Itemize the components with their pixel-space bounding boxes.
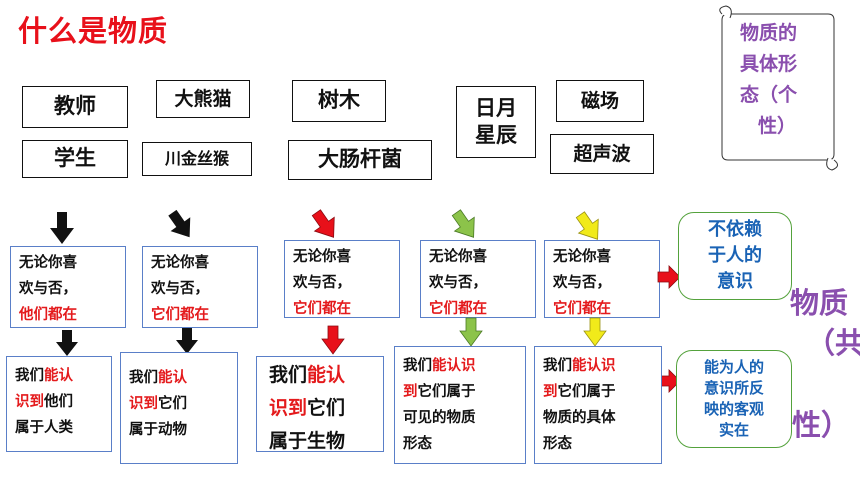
row1-box-1: 无论你喜 欢与否， 他们都在: [10, 246, 126, 328]
row2-box-3: 我们能认 识到它们 属于生物: [256, 356, 384, 452]
arrow-right-red: [657, 265, 681, 289]
arrow-down-black-r2-1: [56, 330, 78, 356]
common-label-2: （共: [806, 326, 860, 360]
row1-box-2-line-3: 它们都在: [151, 307, 209, 323]
summary-independent-line-1: 不依赖: [708, 219, 762, 240]
row1-box-5-line-1: 无论你喜: [553, 249, 611, 265]
row2-box-3-can-know: 能认: [307, 364, 346, 386]
row2-box-3-we: 我们: [269, 364, 308, 386]
row2-box-4-rest-c: 形态: [403, 436, 432, 452]
summary-reflect-line-2: 意识所反: [703, 379, 764, 397]
row2-box-2-we: 我们: [129, 370, 158, 386]
row1-box-4-line-2: 欢与否，: [429, 275, 487, 291]
common-label-3: 性）: [792, 408, 851, 442]
scroll-line-1: 物质的: [740, 22, 798, 44]
row2-box-2: 我们能认 识到它们 属于动物: [120, 352, 238, 464]
row2-box-5-can-know: 能认识: [572, 358, 616, 374]
row1-box-5-line-3: 它们都在: [553, 301, 611, 317]
row2-box-2-rest-b: 属于动物: [129, 422, 187, 438]
arrow-down-black-1: [50, 212, 74, 244]
row2-box-2-can-know: 能认: [158, 370, 187, 386]
example-student: 学生: [22, 140, 128, 178]
example-ecoli: 大肠杆菌: [288, 140, 432, 180]
scroll-shape: [719, 5, 838, 171]
example-tree: 树木: [292, 80, 386, 122]
example-celestial: 日月 星辰: [456, 86, 536, 158]
row2-box-1-rest-b: 属于人类: [15, 420, 73, 436]
row1-box-2-line-1: 无论你喜: [151, 255, 209, 271]
example-ultrasound: 超声波: [550, 134, 654, 174]
row2-box-5-rest-b: 物质的具体: [543, 410, 616, 426]
arrow-down-yellow-r2-5: [583, 317, 607, 347]
row1-box-3-line-3: 它们都在: [293, 301, 351, 317]
row2-box-4-to: 到: [403, 384, 418, 400]
scroll-line-2: 具体形: [740, 53, 798, 75]
row1-box-5: 无论你喜 欢与否， 它们都在: [544, 240, 660, 318]
row2-box-5-rest-c: 形态: [543, 436, 572, 452]
row2-box-1-rest-a: 他们: [44, 394, 73, 410]
row2-box-5-rest-a: 它们属于: [557, 384, 616, 400]
example-magnetic: 磁场: [556, 80, 644, 122]
page-title: 什么是物质: [18, 14, 169, 48]
row1-box-4-line-3: 它们都在: [429, 301, 487, 317]
arrow-diag-green-4: [451, 209, 475, 238]
summary-reflect-line-3: 映的客观: [703, 400, 764, 418]
summary-independent-line-2: 于人的: [708, 245, 762, 266]
row1-box-4: 无论你喜 欢与否， 它们都在: [420, 240, 536, 318]
summary-reflect-line-4: 实在: [718, 421, 749, 439]
row2-box-1: 我们能认 识到他们 属于人类: [6, 356, 112, 452]
row2-box-3-rest-a: 它们: [307, 397, 346, 419]
row1-box-2: 无论你喜 欢与否， 它们都在: [142, 246, 258, 328]
scroll-text: 物质的 具体形 态（个 性）: [740, 18, 830, 142]
summary-reflect-line-1: 能为人的: [703, 358, 764, 376]
summary-independent-box: 不依赖 于人的 意识: [678, 212, 792, 300]
row2-box-4-we: 我们: [403, 358, 432, 374]
arrow-down-green-r2-4: [459, 317, 483, 347]
scroll-line-4: 性）: [758, 115, 797, 137]
row2-box-5-to: 到: [543, 384, 558, 400]
row2-box-4-rest-a: 它们属于: [417, 384, 476, 400]
arrow-diag-red-3: [311, 209, 335, 238]
row2-box-4: 我们能认识 到它们属于 可见的物质 形态: [394, 346, 526, 464]
row2-box-3-know-to: 识到: [269, 397, 308, 419]
row2-box-1-know-to: 识到: [15, 394, 44, 410]
row1-box-1-line-2: 欢与否，: [19, 281, 77, 297]
summary-reflect-box: 能为人的 意识所反 映的客观 实在: [676, 350, 792, 448]
example-monkey: 川金丝猴: [142, 142, 252, 176]
row1-box-1-line-3: 他们都在: [19, 307, 77, 323]
row2-box-2-know-to: 识到: [129, 396, 158, 412]
row2-box-1-can-know: 能认: [44, 368, 73, 384]
row2-box-2-rest-a: 它们: [158, 396, 187, 412]
row1-box-5-line-2: 欢与否，: [553, 275, 611, 291]
row2-box-5-we: 我们: [543, 358, 572, 374]
row1-box-2-line-2: 欢与否，: [151, 281, 209, 297]
summary-independent-line-3: 意识: [717, 271, 753, 292]
row2-box-4-can-know: 能认识: [432, 358, 476, 374]
arrow-diag-yellow-5: [575, 211, 599, 240]
row1-box-3: 无论你喜 欢与否， 它们都在: [284, 240, 400, 318]
common-label-1: 物质: [790, 286, 849, 320]
scroll-line-3: 态（个: [740, 84, 798, 106]
row2-box-1-we: 我们: [15, 368, 44, 384]
row2-box-3-rest-b: 属于生物: [269, 430, 346, 452]
row1-box-4-line-1: 无论你喜: [429, 249, 487, 265]
arrow-down-black-r2-2: [176, 328, 198, 354]
row2-box-4-rest-b: 可见的物质: [403, 410, 476, 426]
row1-box-3-line-2: 欢与否，: [293, 275, 351, 291]
example-stars: 星辰: [475, 123, 517, 147]
arrow-diag-black-2: [168, 209, 191, 238]
example-panda: 大熊猫: [156, 80, 250, 118]
example-teacher: 教师: [22, 86, 128, 128]
example-sun-moon: 日月: [475, 95, 517, 120]
arrow-down-red-r2-3: [321, 325, 345, 355]
row1-box-1-line-1: 无论你喜: [19, 255, 77, 271]
row2-box-5: 我们能认识 到它们属于 物质的具体 形态: [534, 346, 662, 464]
row1-box-3-line-1: 无论你喜: [293, 249, 351, 265]
